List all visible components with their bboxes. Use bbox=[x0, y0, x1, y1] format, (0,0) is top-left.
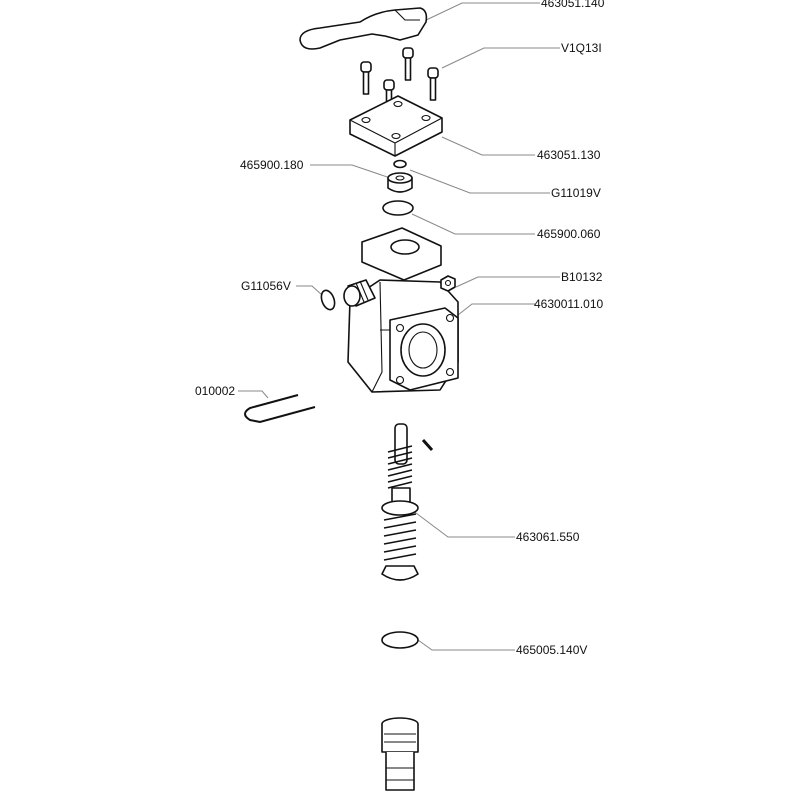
label-oring-upper: 465900.060 bbox=[537, 227, 601, 241]
hose-fitting-part bbox=[381, 717, 419, 791]
oring-lower-part bbox=[381, 631, 419, 649]
side-oring-part bbox=[320, 289, 336, 311]
label-seal-cap: 465900.180 bbox=[240, 158, 304, 172]
label-cover-plate: 463051.130 bbox=[537, 148, 601, 162]
valve-body-part bbox=[343, 227, 459, 393]
pin-clip-part bbox=[244, 394, 316, 424]
label-valve-body: 4630011.010 bbox=[534, 297, 604, 311]
handle-part bbox=[299, 7, 428, 50]
label-spring-stem: 463061.550 bbox=[516, 530, 580, 544]
nut-part bbox=[440, 275, 456, 292]
label-screws: V1Q13I bbox=[561, 41, 602, 55]
cover-plate-part bbox=[349, 95, 443, 157]
small-oring-part bbox=[393, 159, 407, 169]
label-handle: 463051.140 bbox=[541, 0, 605, 10]
leader-lines bbox=[238, 2, 560, 651]
seal-cap-part bbox=[387, 172, 413, 193]
label-pin-clip: 010002 bbox=[195, 384, 236, 398]
label-small-oring: G11019V bbox=[551, 186, 601, 200]
spring-stem-part bbox=[381, 423, 434, 581]
label-nut: B10132 bbox=[561, 270, 603, 284]
label-oring-lower: 465005.140V bbox=[516, 643, 588, 657]
label-side-oring: G11056V bbox=[241, 279, 291, 293]
oring-upper-part bbox=[382, 200, 414, 216]
